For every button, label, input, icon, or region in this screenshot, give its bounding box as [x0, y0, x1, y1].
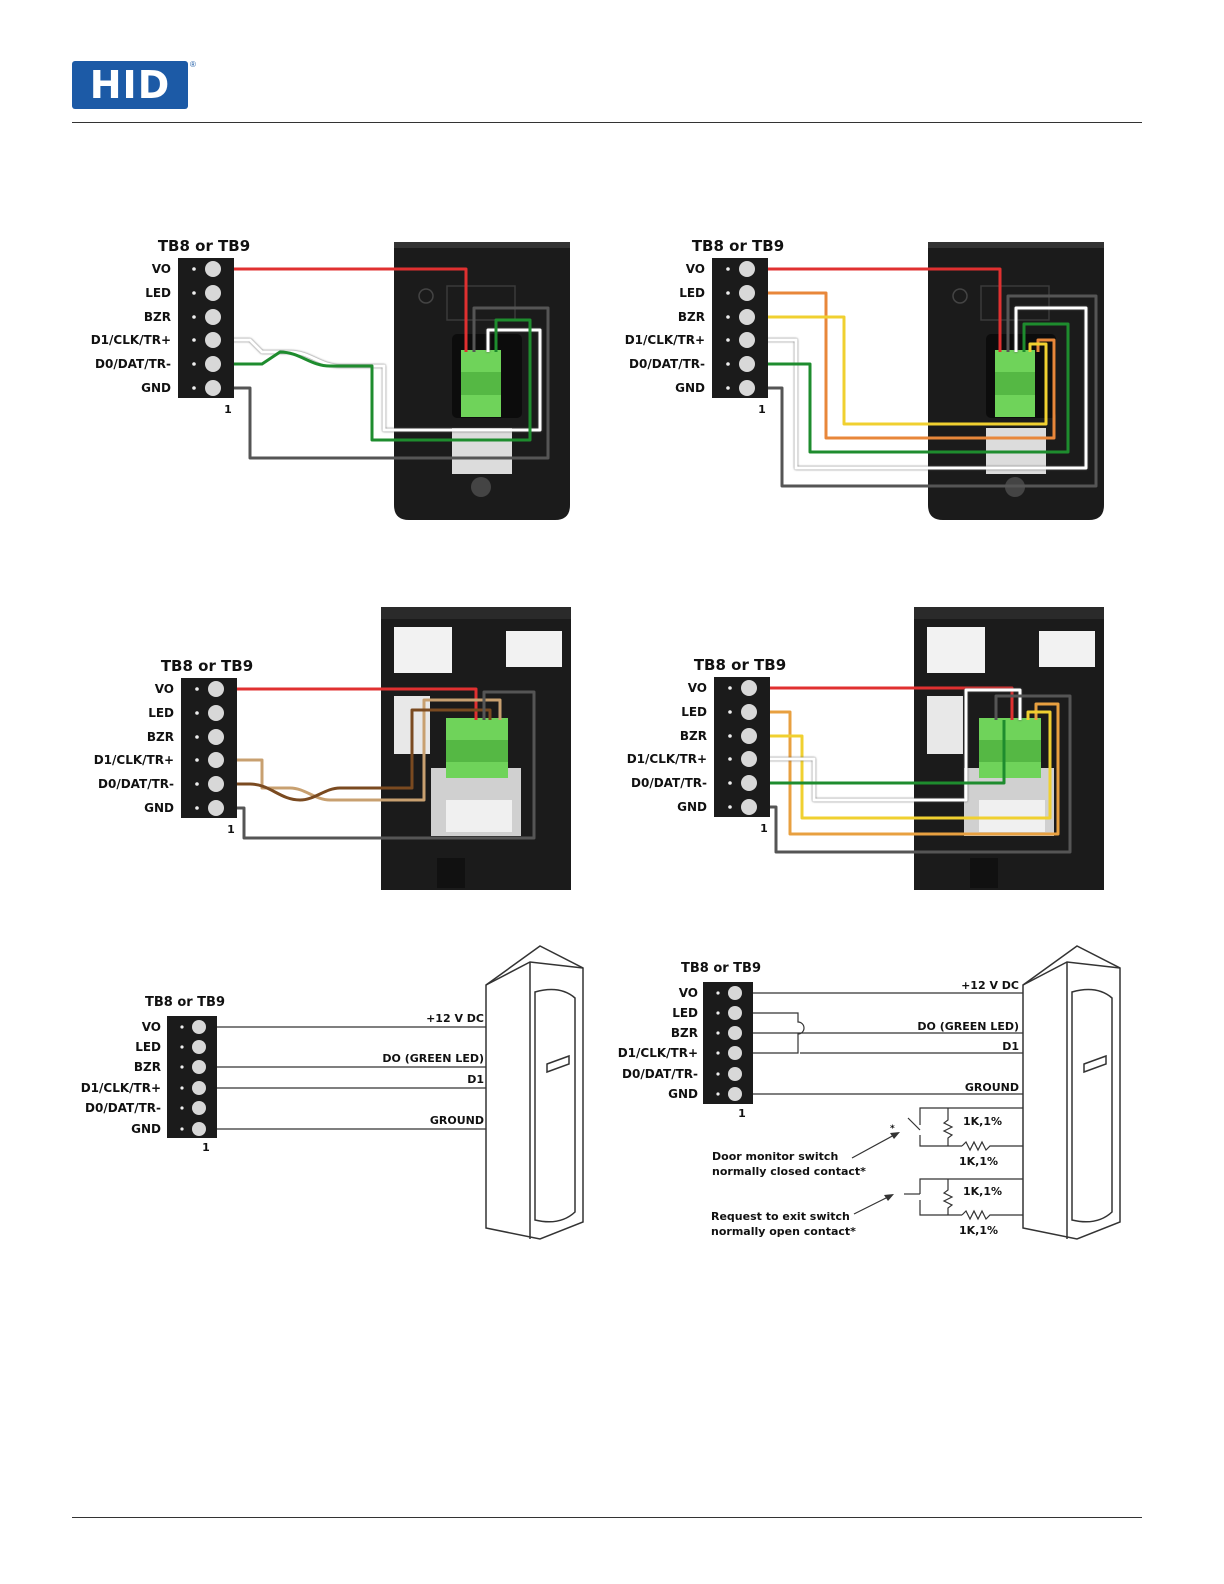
terminal-title: TB8 or TB9	[694, 656, 786, 674]
pin-label-vo: VO	[688, 681, 707, 695]
pin-number: 1	[760, 822, 768, 835]
wire-label-led: DO (GREEN LED)	[917, 1020, 1019, 1033]
door-monitor-switch	[907, 1117, 921, 1131]
pin-label-d1: D1/CLK/TR+	[91, 333, 171, 347]
pin-label-bzr: BZR	[680, 729, 707, 743]
pin-label-bzr: BZR	[134, 1060, 161, 1074]
pin-label-vo: VO	[679, 986, 698, 1000]
diagram-bottom-right: +12 V DC DO (GREEN LED) D1 GROUND	[618, 945, 1121, 1240]
terminal-block	[703, 982, 753, 1104]
resistor-label-4: 1K,1%	[959, 1224, 998, 1237]
pin-label-d1: D1/CLK/TR+	[94, 753, 174, 767]
arrow-heads	[884, 1132, 900, 1201]
wires	[764, 686, 1072, 854]
asterisk-mark: *	[890, 1124, 895, 1134]
pin-label-vo: VO	[142, 1020, 161, 1034]
pin-label-d0: D0/DAT/TR-	[85, 1101, 161, 1115]
terminal-title: TB8 or TB9	[692, 237, 784, 255]
pin-number: 1	[224, 403, 232, 416]
pin-label-bzr: BZR	[147, 730, 174, 744]
pin-number: 1	[758, 403, 766, 416]
hid-logo: HID	[72, 61, 188, 109]
pin-label-bzr: BZR	[144, 310, 171, 324]
pin-label-bzr: BZR	[678, 310, 705, 324]
pin-label-d0: D0/DAT/TR-	[622, 1067, 698, 1081]
diagram-bottom-left: +12 V DC DO (GREEN LED) D1 GROUND TB8 or…	[81, 945, 584, 1240]
wire-label-power: +12 V DC	[961, 979, 1019, 992]
resistor-label-3: 1K,1%	[963, 1185, 1002, 1198]
pin-label-led: LED	[145, 286, 171, 300]
door-monitor-label-1: Door monitor switch	[712, 1150, 838, 1163]
wire-label-power: +12 V DC	[426, 1012, 484, 1025]
pin-label-d1: D1/CLK/TR+	[618, 1046, 698, 1060]
pin-label-gnd: GND	[668, 1087, 698, 1101]
footer-rule	[72, 1517, 1142, 1518]
pin-label-d0: D0/DAT/TR-	[631, 776, 707, 790]
pin-number: 1	[227, 823, 235, 836]
terminal-title: TB8 or TB9	[145, 995, 225, 1010]
resistor-label-2: 1K,1%	[959, 1155, 998, 1168]
pin-label-gnd: GND	[675, 381, 705, 395]
wire-label-d1: D1	[1002, 1040, 1019, 1053]
pin-label-vo: VO	[686, 262, 705, 276]
wires	[745, 992, 1023, 1095]
logo-text: HID	[89, 63, 171, 107]
green-connector	[995, 350, 1035, 417]
wire-label-ground: GROUND	[965, 1081, 1019, 1094]
reader-outline	[485, 945, 584, 1240]
pin-label-led: LED	[135, 1040, 161, 1054]
pin-label-vo: VO	[152, 262, 171, 276]
pin-label-led: LED	[672, 1006, 698, 1020]
door-monitor-label-2: normally closed contact*	[712, 1165, 866, 1178]
pin-label-led: LED	[679, 286, 705, 300]
wire-label-d1: D1	[467, 1073, 484, 1086]
green-connector	[461, 350, 501, 417]
pin-label-d1: D1/CLK/TR+	[627, 752, 707, 766]
pin-label-d0: D0/DAT/TR-	[95, 357, 171, 371]
diagram-top-left: TB8 or TB9 VO LED BZR D1/CLK/TR+ D0/DAT/…	[91, 237, 570, 520]
pin-label-led: LED	[148, 706, 174, 720]
header-rule	[72, 122, 1142, 123]
green-connector	[979, 718, 1041, 778]
resistor-label-1: 1K,1%	[963, 1115, 1002, 1128]
terminal-title: TB8 or TB9	[681, 961, 761, 976]
wire-label-ground: GROUND	[430, 1114, 484, 1127]
green-connector	[446, 718, 508, 778]
pin-label-gnd: GND	[677, 800, 707, 814]
diagram-middle-left: TB8 or TB9 VO LED BZR D1/CLK/TR+ D0/DAT/…	[94, 607, 571, 890]
wires	[762, 267, 1098, 488]
diagram-middle-right: TB8 or TB9 VO LED BZR D1/CLK/TR+ D0/DAT/…	[627, 607, 1104, 890]
wires	[210, 1026, 486, 1130]
pin-label-gnd: GND	[144, 801, 174, 815]
reader-outline	[1022, 945, 1121, 1240]
pin-label-d0: D0/DAT/TR-	[629, 357, 705, 371]
wires	[231, 687, 536, 840]
rex-label-1: Request to exit switch	[711, 1210, 850, 1223]
terminal-title: TB8 or TB9	[161, 657, 253, 675]
terminal-title: TB8 or TB9	[158, 237, 250, 255]
pin-label-d0: D0/DAT/TR-	[98, 777, 174, 791]
pin-label-gnd: GND	[131, 1122, 161, 1136]
diagram-top-right: TB8 or TB9 VO LED BZR D1/CLK/TR+ D0/DAT/…	[625, 237, 1104, 520]
pin-label-d1: D1/CLK/TR+	[625, 333, 705, 347]
pin-number: 1	[202, 1141, 210, 1154]
terminal-block	[712, 258, 768, 398]
supervision-circuit	[851, 1107, 1023, 1221]
terminal-block	[714, 677, 770, 817]
pin-label-vo: VO	[155, 682, 174, 696]
registered-mark: ®	[190, 60, 196, 69]
terminal-block	[181, 678, 237, 818]
pin-label-led: LED	[681, 705, 707, 719]
pin-number: 1	[738, 1107, 746, 1120]
pin-label-d1: D1/CLK/TR+	[81, 1081, 161, 1095]
wires	[228, 267, 550, 460]
terminal-block	[178, 258, 234, 398]
pin-label-bzr: BZR	[671, 1026, 698, 1040]
terminal-block	[167, 1016, 217, 1138]
wire-label-led: DO (GREEN LED)	[382, 1052, 484, 1065]
rex-label-2: normally open contact*	[711, 1225, 856, 1238]
pin-label-gnd: GND	[141, 381, 171, 395]
